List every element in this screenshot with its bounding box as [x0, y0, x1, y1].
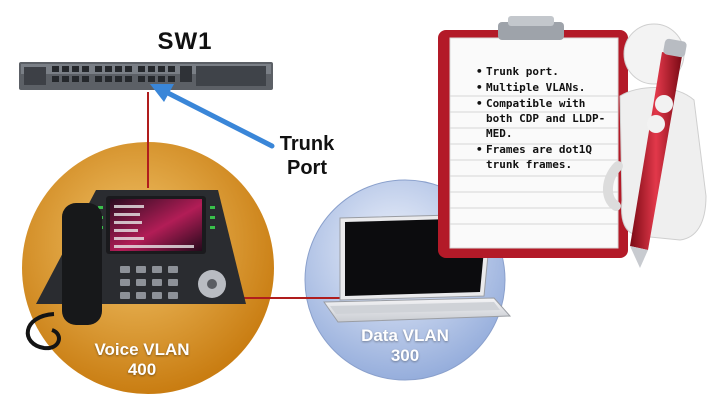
note-item: Frames are dot1Q trunk frames. [476, 142, 616, 172]
data-vlan-label: Data VLAN 300 [330, 326, 480, 366]
note-item: Compatible with both CDP and LLDP-MED. [476, 96, 616, 141]
ip-phone-icon [25, 190, 246, 351]
clipboard-notes: Trunk port. Multiple VLANs. Compatible w… [464, 64, 616, 173]
network-switch-icon [19, 62, 273, 90]
data-vlan-id: 300 [390, 346, 420, 365]
note-item: Multiple VLANs. [476, 80, 616, 95]
trunk-port-label: Trunk Port [262, 132, 352, 180]
trunk-arrow [150, 84, 275, 149]
pen-icon [630, 38, 687, 268]
data-vlan-name: Data VLAN [361, 326, 449, 345]
voice-vlan-id: 400 [127, 360, 157, 379]
trunk-port-label-line1: Trunk [279, 133, 335, 155]
trunk-port-label-line2: Port [287, 157, 327, 179]
switch-label: SW1 [157, 28, 213, 55]
note-item: Trunk port. [476, 64, 616, 79]
voice-vlan-name: Voice VLAN [94, 340, 190, 359]
voice-vlan-label: Voice VLAN 400 [72, 340, 212, 380]
